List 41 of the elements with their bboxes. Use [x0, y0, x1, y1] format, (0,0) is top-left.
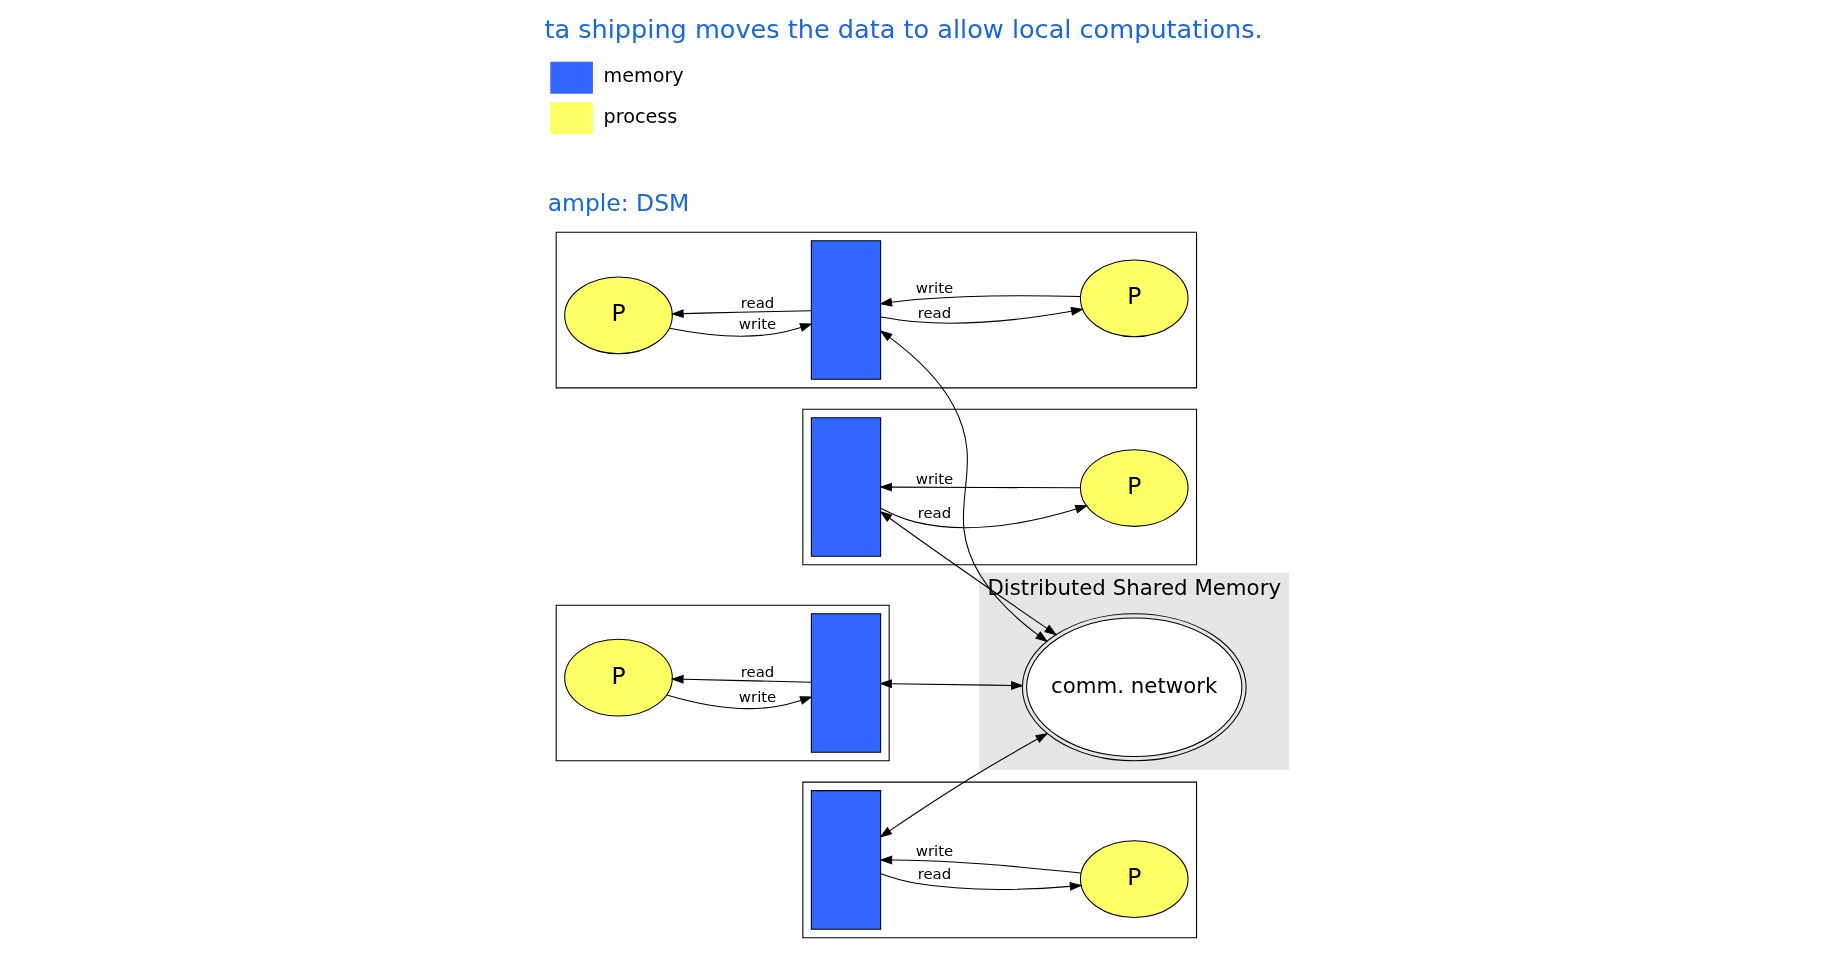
- edge-label: read: [917, 504, 952, 523]
- arrow: [670, 309, 812, 319]
- arrow: [879, 295, 1081, 307]
- edge-label: read: [917, 303, 952, 322]
- node-ellipse: P: [1079, 840, 1189, 918]
- edge-label: write: [915, 841, 954, 860]
- arrow: [879, 482, 1081, 492]
- edge-label: write: [915, 279, 954, 298]
- arrow: [879, 679, 1024, 690]
- label: ample: DSM: [547, 188, 690, 217]
- edge-label: read: [917, 865, 952, 884]
- arrow: [666, 694, 813, 710]
- arrow: [670, 674, 812, 684]
- edge-label: write: [915, 469, 954, 488]
- node-ellipse: P: [564, 276, 673, 355]
- edge-label: read: [740, 294, 775, 313]
- node-ellipse: P: [1079, 449, 1189, 527]
- arrow: [879, 510, 1058, 636]
- legend-label: memory: [603, 64, 684, 88]
- arrow: [880, 306, 1084, 324]
- legend-label: process: [603, 104, 678, 128]
- diagram-title: ta shipping moves the data to allow local computations.: [544, 13, 1263, 44]
- arrow: [880, 504, 1089, 528]
- cluster: [555, 231, 1198, 389]
- edge-label: write: [738, 315, 777, 334]
- node-ellipse: comm. network: [1021, 613, 1247, 762]
- node-box: [810, 790, 882, 930]
- arrow: [668, 323, 813, 337]
- node-box: [810, 417, 882, 557]
- arrow: [879, 732, 1049, 838]
- cluster: [802, 408, 1198, 566]
- node-ellipse: P: [564, 638, 673, 717]
- node-box: [810, 240, 882, 380]
- edge-label: write: [738, 688, 777, 707]
- edge-label: read: [740, 662, 775, 681]
- arrow: [879, 855, 1082, 874]
- node-ellipse: P: [1079, 259, 1189, 338]
- arrow: [879, 330, 1049, 643]
- arrow: [880, 873, 1083, 891]
- cluster: [802, 781, 1198, 939]
- node-box: [810, 613, 882, 753]
